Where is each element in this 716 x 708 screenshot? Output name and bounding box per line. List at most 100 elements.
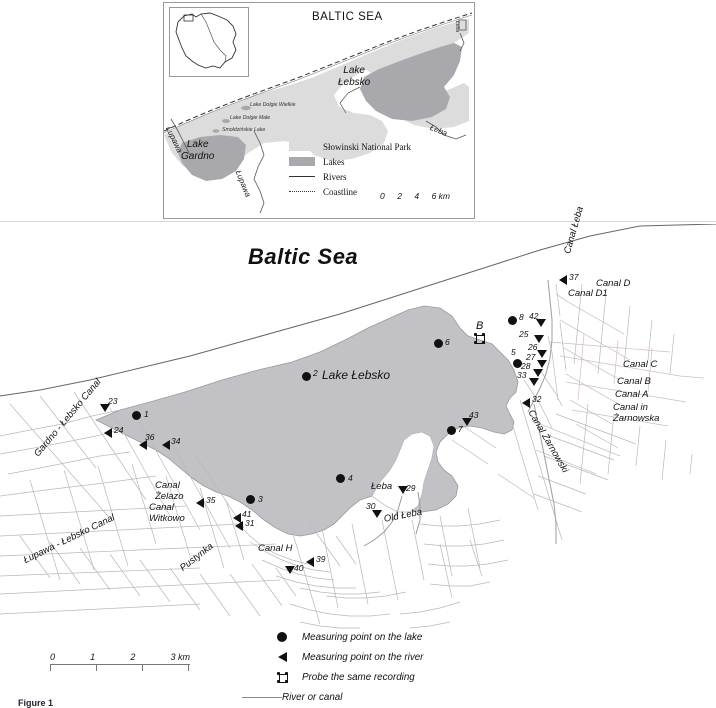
lake-point-label: 4 bbox=[348, 473, 353, 483]
label-canal-h: Canal H bbox=[258, 543, 293, 554]
lake-point-4[interactable]: 4 bbox=[336, 473, 353, 483]
river-point-35-marker[interactable] bbox=[196, 498, 204, 508]
river-point-42-marker[interactable] bbox=[536, 319, 546, 327]
river-point-43-marker[interactable] bbox=[462, 418, 472, 426]
label-town-leba: Łeba bbox=[454, 21, 460, 33]
river-point-43-label: 43 bbox=[469, 410, 479, 420]
river-point-30-label: 30 bbox=[366, 501, 376, 511]
lake-point-5[interactable]: 5 bbox=[511, 347, 522, 368]
river-point-41-label: 41 bbox=[242, 509, 252, 519]
lake-point-marker bbox=[246, 495, 255, 504]
overview-scale-tick-4: 4 bbox=[414, 191, 420, 201]
river-point-36-marker[interactable] bbox=[139, 440, 147, 450]
river-point-31-marker[interactable] bbox=[235, 521, 243, 531]
river-point-39-marker[interactable] bbox=[306, 557, 314, 567]
river-point-35-label: 35 bbox=[206, 495, 216, 505]
swatch-rivers-line bbox=[289, 176, 315, 177]
detail-map-title: Baltic Sea bbox=[248, 244, 359, 269]
label-canal-d: Canal D bbox=[596, 278, 631, 289]
river-point-23-label: 23 bbox=[108, 396, 118, 406]
scale-tick-2: 2 bbox=[130, 652, 136, 662]
lake-point-marker bbox=[132, 411, 141, 420]
overview-scale-tick-0: 0 bbox=[380, 191, 385, 201]
river-point-24-marker[interactable] bbox=[104, 428, 112, 438]
river-point-26-label: 26 bbox=[528, 342, 538, 352]
lake-point-marker bbox=[336, 474, 345, 483]
lake-point-marker bbox=[434, 339, 443, 348]
legend-label-lakes: Lakes bbox=[323, 156, 345, 167]
river-point-36-label: 36 bbox=[145, 432, 155, 442]
legend-label-coastline: Coastline bbox=[323, 186, 357, 197]
legend-symbol-filled-circle bbox=[262, 632, 302, 642]
river-point-37-marker[interactable] bbox=[559, 275, 567, 285]
lake-point-2[interactable]: 2 bbox=[302, 368, 318, 381]
label-canal-a: Canal A bbox=[615, 389, 649, 400]
overview-map-graphics bbox=[164, 12, 473, 214]
river-point-41-marker[interactable] bbox=[233, 513, 241, 523]
legend-symbol-left-triangle bbox=[262, 652, 302, 662]
lake-point-label: 1 bbox=[144, 409, 149, 419]
detail-map-panel bbox=[0, 224, 716, 705]
lake-point-label: 6 bbox=[445, 337, 450, 347]
lake-point-label: 8 bbox=[519, 312, 524, 322]
river-point-25-marker[interactable] bbox=[534, 335, 544, 343]
poland-outline-icon bbox=[175, 12, 237, 69]
legend-symbol-probe bbox=[262, 671, 302, 683]
probe-label-b: B bbox=[476, 320, 484, 332]
river-point-40-label: 40 bbox=[294, 563, 304, 573]
lake-point-1[interactable]: 1 bbox=[132, 409, 149, 420]
river-point-34-marker[interactable] bbox=[162, 440, 170, 450]
label-canal-witkowo-1: Canal bbox=[149, 502, 174, 513]
label-smoldzinskie-lake: Smołdzińskie Lake bbox=[222, 127, 266, 133]
river-point-29-label: 29 bbox=[406, 483, 416, 493]
lake-point-6[interactable]: 6 bbox=[434, 337, 450, 348]
legend-row-probe: Probe the same recording bbox=[262, 667, 423, 687]
river-point-27-marker[interactable] bbox=[537, 360, 547, 368]
lake-point-7[interactable]: 7 bbox=[447, 424, 463, 435]
river-point-28-label: 28 bbox=[521, 361, 531, 371]
legend-label-probe: Probe the same recording bbox=[302, 671, 415, 683]
detail-map-legend: Measuring point on the lake Measuring po… bbox=[242, 627, 424, 707]
lake-point-8[interactable]: 8 bbox=[508, 312, 524, 325]
lake-point-label: 3 bbox=[258, 494, 263, 504]
swatch-coastline-line bbox=[289, 191, 315, 192]
legend-label-rivers: Rivers bbox=[323, 171, 347, 182]
overview-legend: Słowinski National Park Lakes Rivers Coa… bbox=[289, 139, 411, 199]
river-point-40-marker[interactable] bbox=[285, 566, 295, 574]
river-point-33-label: 33 bbox=[517, 370, 527, 380]
river-point-32-marker[interactable] bbox=[522, 398, 530, 408]
label-canal-b: Canal B bbox=[617, 376, 651, 387]
river-point-31-label: 31 bbox=[245, 518, 255, 528]
panel-divider bbox=[0, 221, 716, 222]
lake-point-3[interactable]: 3 bbox=[246, 494, 263, 504]
legend-item-park: Słowinski National Park bbox=[289, 139, 411, 154]
probe-marker-b[interactable] bbox=[474, 333, 485, 344]
lake-point-marker bbox=[447, 426, 456, 435]
figure-caption: Figure 1 bbox=[18, 698, 54, 708]
label-lake-dolgie-male: Lake Dolgie Małe bbox=[230, 115, 271, 121]
river-point-28-marker[interactable] bbox=[533, 369, 543, 377]
label-canal-zelazo-2: Żelazo bbox=[155, 491, 184, 502]
legend-row-river-canal: River or canal bbox=[242, 687, 423, 707]
legend-symbol-line bbox=[242, 696, 282, 698]
river-point-26-marker[interactable] bbox=[537, 350, 547, 358]
river-point-23-marker[interactable] bbox=[100, 404, 110, 412]
river-point-30-marker[interactable] bbox=[372, 510, 382, 518]
legend-label-park: Słowinski National Park bbox=[323, 141, 411, 152]
river-point-39-label: 39 bbox=[316, 554, 326, 564]
label-zarnowska: Żarnowska bbox=[613, 413, 660, 424]
river-point-33-marker[interactable] bbox=[529, 378, 539, 386]
river-point-34-label: 34 bbox=[171, 436, 181, 446]
label-canal-witkowo-2: Witkowo bbox=[149, 513, 185, 524]
lake-point-marker bbox=[508, 316, 517, 325]
river-point-32-label: 32 bbox=[532, 394, 542, 404]
legend-label-river-point: Measuring point on the river bbox=[302, 651, 424, 663]
river-point-29-marker[interactable] bbox=[398, 486, 408, 494]
overview-scale-tick-2: 2 bbox=[397, 191, 402, 201]
label-canal-in: Canal in bbox=[613, 402, 648, 413]
swatch-lakes bbox=[289, 157, 315, 166]
scale-bar-line bbox=[50, 664, 190, 674]
lake-point-label: 2 bbox=[313, 368, 318, 378]
